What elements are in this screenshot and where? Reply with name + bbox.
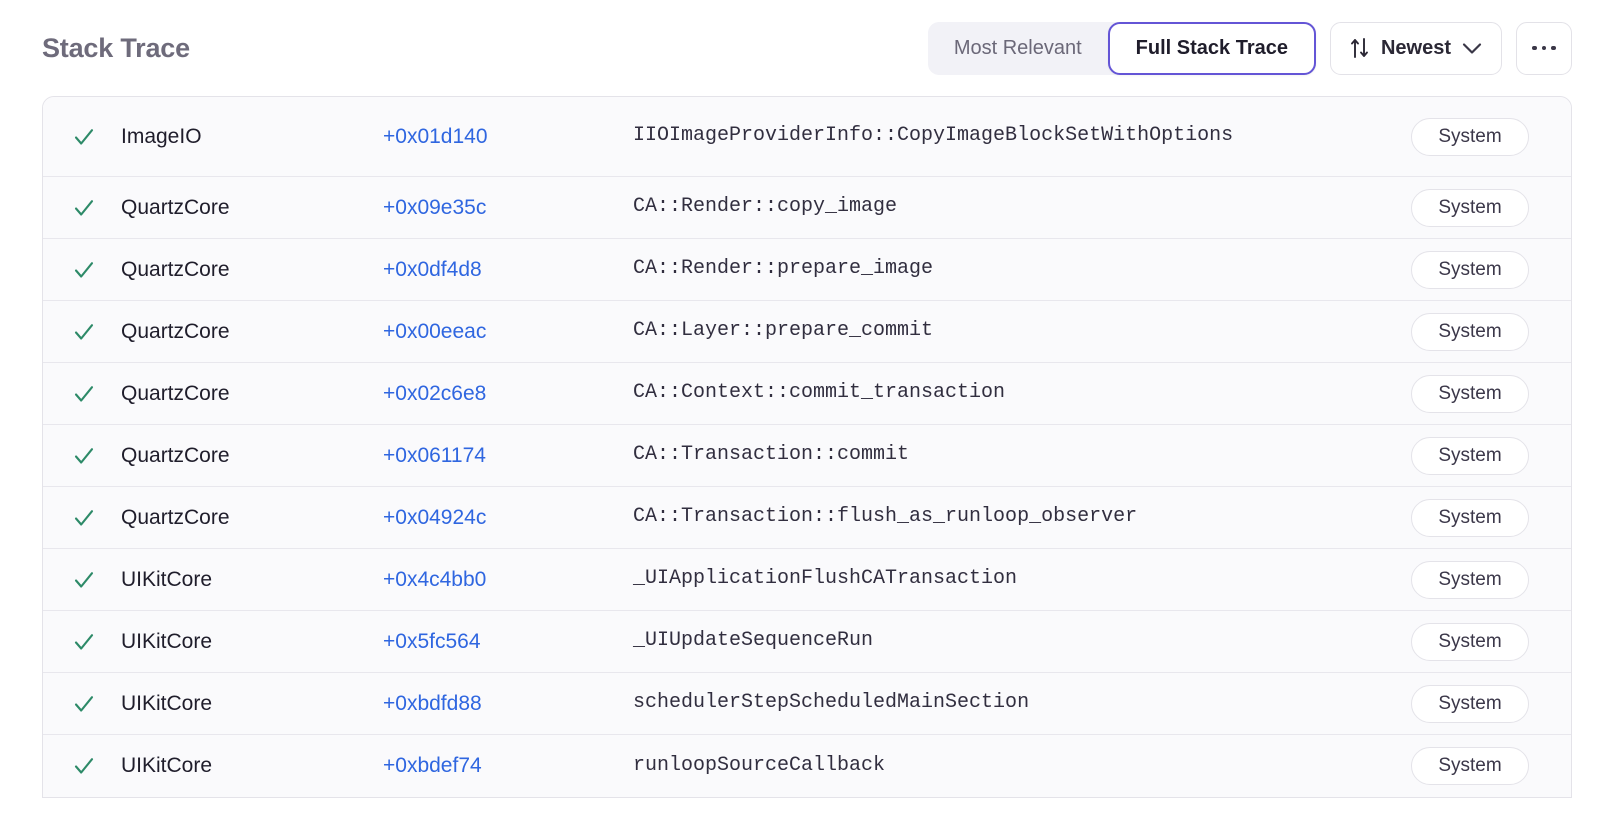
table-row[interactable]: QuartzCore +0x02c6e8 CA::Context::commit_t… [43, 363, 1571, 425]
frame-module: QuartzCore [121, 319, 230, 343]
frame-badge-wrap: System [1411, 684, 1571, 723]
table-row[interactable]: ImageIO +0x01d140 IIOImageProviderInfo::Co… [43, 97, 1571, 177]
table-row[interactable]: UIKitCore +0xbdef74 runloopSourceCallback S… [43, 735, 1571, 797]
check-icon [43, 568, 121, 592]
frame-symbol: IIOImageProviderInfo::CopyImageBlockSetW… [633, 124, 1234, 148]
frame-symbol: _UIUpdateSequenceRun [633, 629, 874, 653]
frame-offset-link[interactable]: +0x4c4bb0 [383, 567, 487, 591]
frame-offset-link[interactable]: +0x00eeac [383, 319, 487, 343]
frame-badge-wrap: System [1411, 622, 1571, 661]
check-icon [43, 692, 121, 716]
more-options-button[interactable] [1516, 21, 1572, 75]
status-badge: System [1411, 684, 1529, 723]
frame-badge-wrap: System [1411, 250, 1571, 289]
status-badge: System [1411, 622, 1529, 661]
frame-symbol: CA::Transaction::flush_as_runloop_observ… [633, 505, 1138, 529]
status-badge: System [1411, 747, 1529, 785]
frame-module: ImageIO [121, 124, 202, 148]
stack-trace-table: ImageIO +0x01d140 IIOImageProviderInfo::Co… [42, 96, 1572, 798]
frame-module: QuartzCore [121, 443, 230, 467]
frame-symbol: CA::Transaction::commit [633, 443, 910, 467]
frame-offset-link[interactable]: +0x04924c [383, 505, 487, 529]
check-icon [43, 125, 121, 149]
frame-module: QuartzCore [121, 257, 230, 281]
table-row[interactable]: QuartzCore +0x0df4d8 CA::Render::prepare_i… [43, 239, 1571, 301]
frame-symbol: runloopSourceCallback [633, 753, 886, 777]
frame-offset-link[interactable]: +0x01d140 [383, 124, 488, 148]
frame-module: UIKitCore [121, 691, 213, 715]
check-icon [43, 630, 121, 654]
frame-symbol: CA::Layer::prepare_commit [633, 319, 934, 343]
frame-badge-wrap: System [1411, 312, 1571, 351]
frame-offset-link[interactable]: +0x061174 [383, 443, 486, 467]
frame-offset-link[interactable]: +0xbdfd88 [383, 691, 482, 715]
frame-offset-link[interactable]: +0x5fc564 [383, 629, 481, 653]
frame-module: QuartzCore [121, 195, 230, 219]
ellipsis-icon [1551, 45, 1556, 51]
table-row[interactable]: QuartzCore +0x09e35c CA::Render::copy_imag… [43, 177, 1571, 239]
status-badge: System [1411, 374, 1529, 413]
check-icon [43, 320, 121, 344]
status-badge: System [1411, 498, 1529, 537]
check-icon [43, 196, 121, 220]
table-row[interactable]: QuartzCore +0x04924c CA::Transaction::flus… [43, 487, 1571, 549]
check-icon [43, 258, 121, 282]
table-row[interactable]: UIKitCore +0x5fc564 _UIUpdateSequenceRun Sy… [43, 611, 1571, 673]
frame-badge-wrap: System [1411, 374, 1571, 413]
header-controls: Most Relevant Full Stack Trace Newest [927, 21, 1572, 75]
frame-badge-wrap: System [1411, 498, 1571, 537]
table-row[interactable]: UIKitCore +0x4c4bb0 _UIApplicationFlushCAT… [43, 549, 1571, 611]
frame-offset-link[interactable]: +0x0df4d8 [383, 257, 482, 281]
tab-most-relevant[interactable]: Most Relevant [928, 22, 1108, 75]
frame-badge-wrap: System [1411, 117, 1571, 156]
frame-offset-link[interactable]: +0x09e35c [383, 195, 487, 219]
ellipsis-icon [1532, 45, 1537, 51]
frame-badge-wrap: System [1411, 747, 1571, 785]
tab-full-stack-trace[interactable]: Full Stack Trace [1107, 21, 1316, 75]
check-icon [43, 444, 121, 468]
frame-symbol: _UIApplicationFlushCATransaction [633, 567, 1018, 591]
status-badge: System [1411, 436, 1529, 475]
status-badge: System [1411, 250, 1529, 289]
sort-button[interactable]: Newest [1329, 21, 1502, 75]
check-icon [43, 506, 121, 530]
frame-module: UIKitCore [121, 629, 213, 653]
frame-symbol: schedulerStepScheduledMainSection [633, 691, 1030, 715]
frame-module: QuartzCore [121, 381, 230, 405]
sort-arrows-icon [1350, 37, 1370, 59]
frame-offset-link[interactable]: +0x02c6e8 [383, 381, 487, 405]
status-badge: System [1411, 188, 1529, 227]
frame-module: UIKitCore [121, 754, 213, 777]
panel-header: Stack Trace Most Relevant Full Stack Tra… [0, 0, 1614, 96]
frame-badge-wrap: System [1411, 436, 1571, 475]
frame-module: QuartzCore [121, 505, 230, 529]
table-row[interactable]: QuartzCore +0x00eeac CA::Layer::prepare_co… [43, 301, 1571, 363]
table-row[interactable]: QuartzCore +0x061174 CA::Transaction::comm… [43, 425, 1571, 487]
check-icon [43, 382, 121, 406]
status-badge: System [1411, 312, 1529, 351]
view-mode-segmented-control[interactable]: Most Relevant Full Stack Trace [927, 21, 1316, 75]
status-badge: System [1411, 117, 1529, 156]
sort-label: Newest [1380, 36, 1451, 59]
frame-badge-wrap: System [1411, 188, 1571, 227]
ellipsis-icon [1541, 45, 1547, 51]
frame-module: UIKitCore [121, 567, 213, 591]
frame-offset-link[interactable]: +0xbdef74 [383, 754, 482, 777]
check-icon [43, 754, 121, 778]
frame-symbol: CA::Context::commit_transaction [633, 381, 1006, 405]
page-title: Stack Trace [42, 32, 190, 63]
chevron-down-icon [1462, 42, 1482, 55]
frame-symbol: CA::Render::prepare_image [633, 257, 934, 281]
status-badge: System [1411, 560, 1529, 599]
table-row[interactable]: UIKitCore +0xbdfd88 schedulerStepScheduled… [43, 673, 1571, 735]
frame-symbol: CA::Render::copy_image [633, 195, 898, 219]
frame-badge-wrap: System [1411, 560, 1571, 599]
